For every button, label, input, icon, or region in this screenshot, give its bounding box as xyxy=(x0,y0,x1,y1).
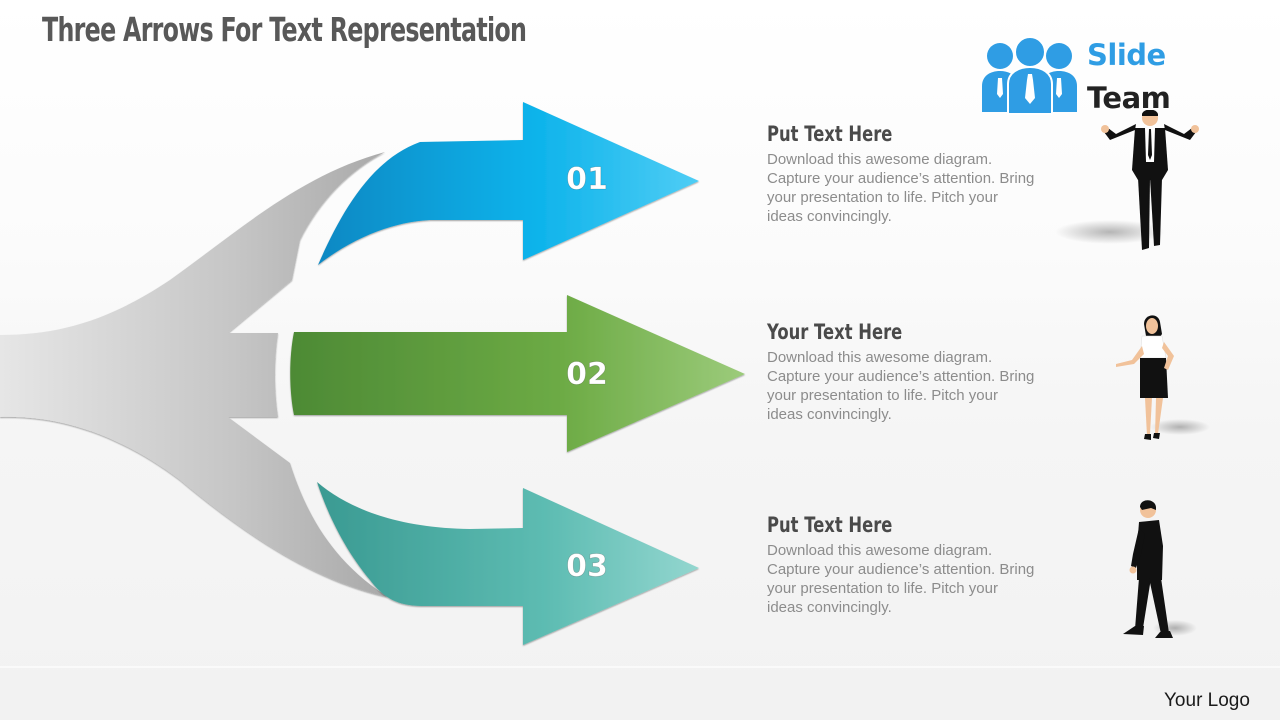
text-body: Download this awesome diagram. Capture y… xyxy=(767,542,1035,616)
text-body: Download this awesome diagram. Capture y… xyxy=(767,349,1035,423)
arrow-03: 03 xyxy=(317,482,699,645)
text-heading: Put Text Here xyxy=(767,513,893,537)
svg-text:03: 03 xyxy=(566,549,608,584)
brand-line-2: Team xyxy=(1087,81,1171,115)
text-block-3: Put Text Here Download this awesome diag… xyxy=(767,513,1037,617)
slide-title: Three Arrows For Text Representation xyxy=(42,10,527,49)
team-people-icon xyxy=(982,36,1077,115)
text-body: Download this awesome diagram. Capture y… xyxy=(767,151,1035,225)
footer-logo-placeholder: Your Logo xyxy=(1164,690,1250,711)
arrow-01: 01 xyxy=(318,102,699,265)
gray-trident-base xyxy=(0,152,388,597)
text-block-2: Your Text Here Download this awesome dia… xyxy=(767,320,1037,424)
brand-line-1: Slide xyxy=(1087,38,1166,72)
svg-text:01: 01 xyxy=(566,162,608,197)
text-heading: Put Text Here xyxy=(767,122,893,146)
footer-divider xyxy=(0,666,1280,668)
svg-text:02: 02 xyxy=(566,357,608,392)
text-block-1: Put Text Here Download this awesome diag… xyxy=(767,122,1037,226)
arrow-02: 02 xyxy=(290,295,745,452)
businesswoman-presenting-icon xyxy=(1116,315,1210,440)
businessman-cheering-icon xyxy=(1055,110,1199,250)
text-heading: Your Text Here xyxy=(767,320,903,344)
businessman-walking-icon xyxy=(1123,500,1197,638)
